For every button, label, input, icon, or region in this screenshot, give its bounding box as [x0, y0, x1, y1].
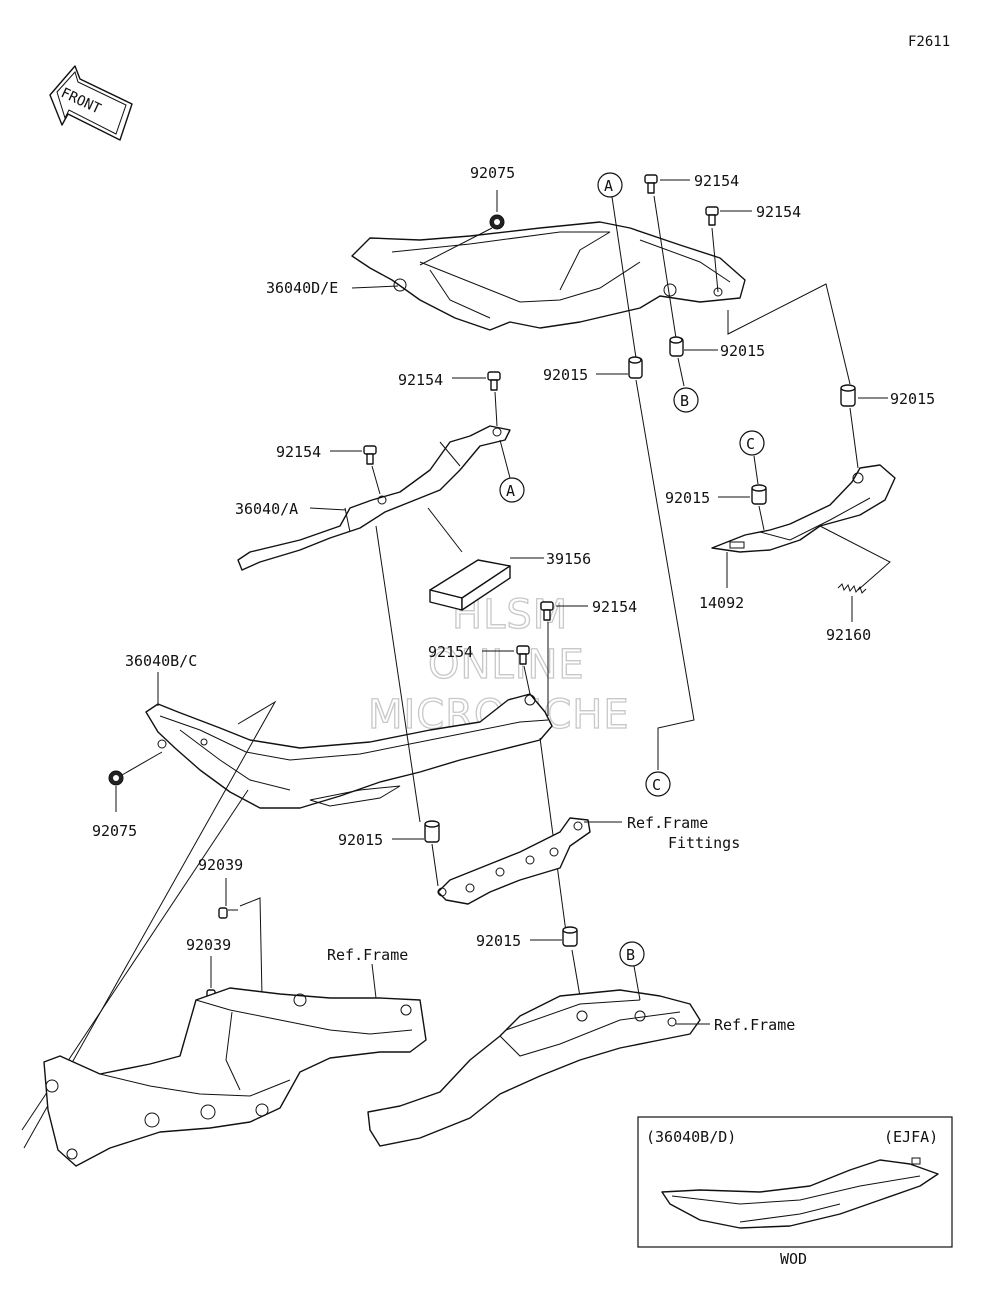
marker-c-top-label: C — [746, 435, 755, 453]
watermark-line-2: ONLINE — [428, 642, 585, 688]
front-direction-arrow-icon: FRONT — [49, 65, 133, 141]
callout-92015-bot: 92015 — [476, 932, 521, 950]
subframe-left — [43, 987, 427, 1167]
marker-a-mid-label: A — [506, 482, 515, 500]
callout-39156: 39156 — [546, 550, 591, 568]
marker-a-top — [597, 172, 623, 198]
callout-14092: 14092 — [699, 594, 744, 612]
bolt-92154-d: 92154 — [276, 443, 381, 495]
callout-36040a: 36040/A — [235, 500, 298, 518]
collar-92015-low: 92015 — [338, 820, 440, 887]
guard-14092 — [711, 464, 896, 553]
pad-39156: 39156 — [427, 507, 591, 611]
callout-ref-frame-right: Ref.Frame — [714, 1016, 795, 1034]
collar-92015-mid: 92015 — [543, 356, 643, 384]
callout-36040de: 36040D/E — [266, 279, 338, 297]
marker-c-low-label: C — [652, 776, 661, 794]
inset-right-label: (EJFA) — [884, 1128, 938, 1146]
callout-92015-far: 92015 — [890, 390, 935, 408]
callout-ref-frame-left: Ref.Frame — [327, 946, 408, 964]
callout-92154-d: 92154 — [276, 443, 321, 461]
side-cover-36040bc — [145, 693, 553, 809]
marker-c-low — [645, 771, 671, 797]
marker-b-low-label: B — [626, 946, 635, 964]
bracket-36040a — [237, 425, 511, 571]
marker-a-mid — [499, 477, 525, 503]
bolt-92154-b: 92154 — [705, 203, 801, 293]
marker-a-top-label: A — [604, 177, 613, 195]
marker-b-top — [673, 387, 699, 413]
frame-fittings-bracket — [437, 817, 591, 905]
callout-ref-fittings-1: Ref.Frame — [627, 814, 708, 832]
callout-92160: 92160 — [826, 626, 871, 644]
rivet-92039-a: 92039 — [198, 856, 263, 997]
inset-left-label: (36040B/D) — [646, 1128, 736, 1146]
grommet-92075-left: 92075 — [92, 751, 163, 840]
callout-92015-mid: 92015 — [543, 366, 588, 384]
callout-92015-low: 92015 — [338, 831, 383, 849]
callout-92075-top: 92075 — [470, 164, 515, 182]
subframe-right — [367, 989, 701, 1147]
inset-caption: WOD — [780, 1250, 807, 1268]
callout-36040bc: 36040B/C — [125, 652, 197, 670]
collar-92015-bot: 92015 — [476, 926, 583, 1009]
bolt-92154-a: 92154 — [644, 172, 739, 339]
callout-92039-a: 92039 — [198, 856, 243, 874]
bolt-92154-f: 92154 — [428, 643, 531, 695]
bolt-92154-c: 92154 — [398, 371, 501, 427]
collar-92015-b: 92015 — [669, 336, 765, 387]
callout-92154-b: 92154 — [756, 203, 801, 221]
diagram-code: F2611 — [908, 34, 950, 50]
marker-c-top — [739, 430, 765, 456]
callout-92154-a: 92154 — [694, 172, 739, 190]
marker-b-top-label: B — [680, 392, 689, 410]
callout-92015-right-b: 92015 — [720, 342, 765, 360]
callout-92015-c: 92015 — [665, 489, 710, 507]
callout-92154-f: 92154 — [428, 643, 473, 661]
marker-b-low — [619, 941, 645, 967]
seat-cover-upper — [351, 221, 746, 331]
callout-ref-fittings-2: Fittings — [668, 834, 740, 852]
callout-92154-e: 92154 — [592, 598, 637, 616]
bolt-92154-e: 92154 — [540, 598, 637, 716]
variant-inset-box: (36040B/D) (EJFA) WOD — [637, 1116, 953, 1268]
callout-92039-b: 92039 — [186, 936, 231, 954]
callout-92154-c: 92154 — [398, 371, 443, 389]
collar-92015-c: 92015 — [665, 455, 767, 531]
collar-92015-far: 92015 — [840, 384, 935, 469]
spring-92160: 92160 — [819, 525, 891, 644]
callout-92075-left: 92075 — [92, 822, 137, 840]
grommet-92075-top: 92075 — [419, 164, 515, 266]
